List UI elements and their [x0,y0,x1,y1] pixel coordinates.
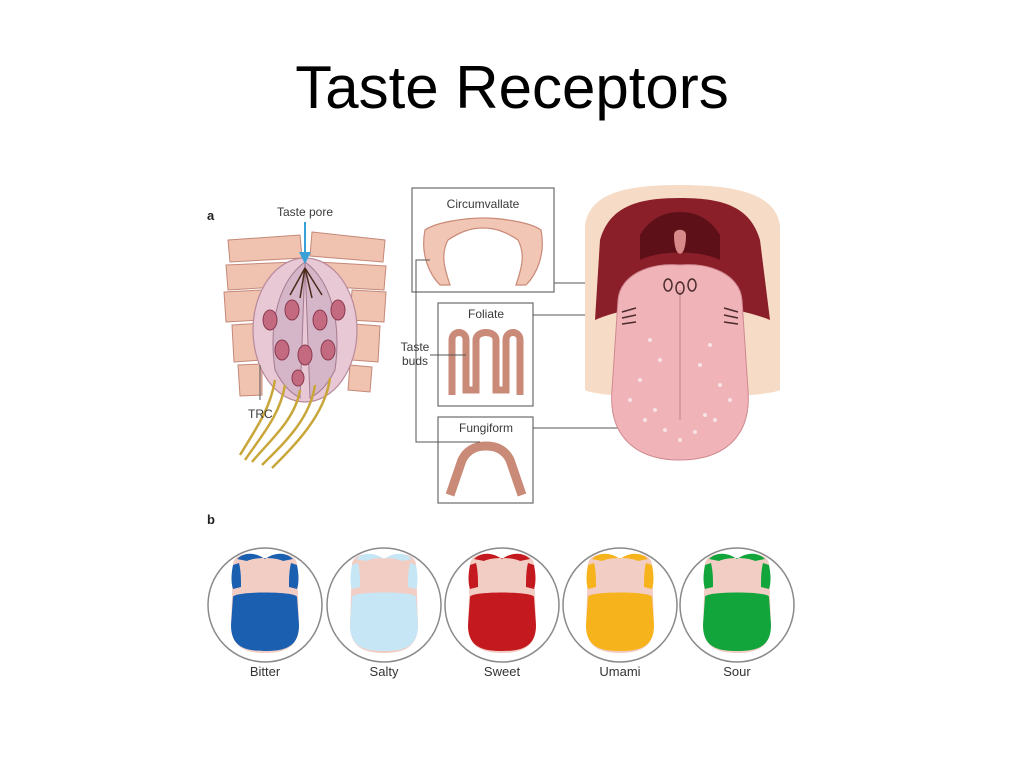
taste-region-back [709,553,765,561]
taste-region-side [231,563,241,589]
taste-region-tip [586,592,654,651]
taste-region-side [644,563,654,589]
foliate-label: Foliate [468,307,504,321]
taste-region-side [408,563,418,589]
taste-map-sweet [444,547,560,663]
taste-region-back [592,553,648,561]
taste-region-side [350,563,360,589]
taste-region-back [237,553,293,561]
taste-map-umami [562,547,678,663]
taste-region-side [526,563,536,589]
taste-maps [207,547,795,663]
papillae-boxes: Circumvallate Foliate Fungiform Taste bu… [401,187,670,504]
taste-region-side [703,563,713,589]
taste-region-tip [468,592,536,651]
tongue-illustration [585,185,780,461]
taste-region-tip [231,592,299,651]
taste-region-tip [350,592,418,651]
panel-b-letter: b [207,512,215,527]
taste-label-salty: Salty [369,664,399,679]
fungiform-label: Fungiform [459,421,513,435]
taste-buds-label-line2: buds [402,354,428,368]
taste-map-bitter [207,547,323,663]
taste-map-sour [679,547,795,663]
taste-label-sour: Sour [723,664,751,679]
taste-region-side [586,563,596,589]
taste-pore-label: Taste pore [277,205,333,219]
taste-region-side [289,563,299,589]
taste-region-back [474,553,530,561]
taste-label-sweet: Sweet [483,664,521,679]
panel-a-letter: a [207,208,215,223]
taste-buds-label-line1: Taste [401,340,430,354]
taste-map-salty [326,547,442,663]
trc-label: TRC [248,407,273,421]
taste-label-bitter: Bitter [249,664,281,679]
taste-label-umami: Umami [599,664,641,679]
taste-region-side [761,563,771,589]
circumvallate-label: Circumvallate [447,197,520,211]
slide-title: Taste Receptors [295,54,729,121]
taste-region-back [356,553,412,561]
taste-region-side [468,563,478,589]
taste-bud-illustration: Taste pore TRC [223,205,387,469]
taste-region-tip [703,592,771,651]
